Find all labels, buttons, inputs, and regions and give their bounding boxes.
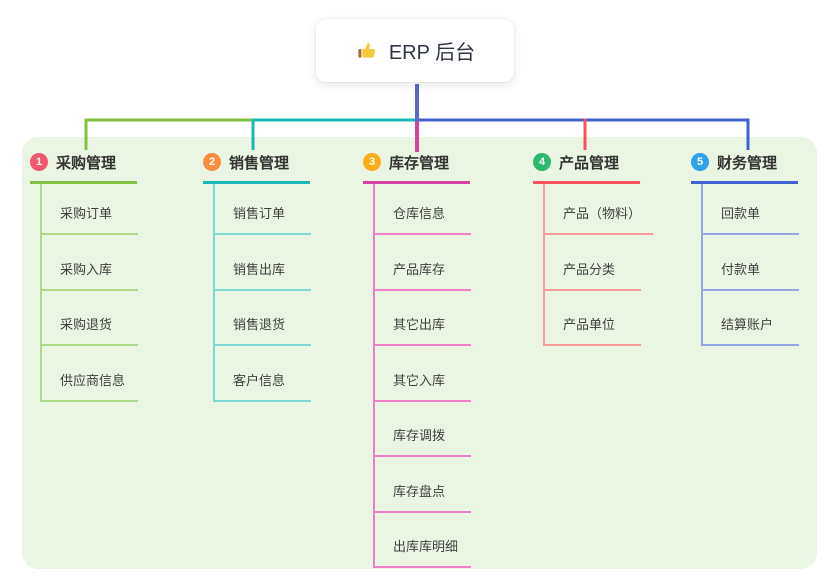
child-node-label: 其它出库 (393, 317, 446, 332)
child-node[interactable]: 库存盘点 (375, 457, 471, 513)
branch-header[interactable]: 4 产品管理 (533, 149, 640, 184)
child-node[interactable]: 其它入库 (375, 346, 471, 402)
child-node-label: 采购退货 (60, 317, 113, 332)
child-node-label: 销售退货 (233, 317, 286, 332)
child-node-label: 仓库信息 (393, 206, 446, 221)
child-node[interactable]: 采购入库 (42, 235, 138, 291)
child-node[interactable]: 客户信息 (215, 346, 311, 402)
child-node-label: 产品库存 (393, 261, 446, 277)
child-node-label: 供应商信息 (60, 372, 126, 388)
child-node[interactable]: 回款单 (703, 184, 799, 235)
child-node[interactable]: 付款单 (703, 235, 799, 291)
branch-children: 回款单付款单结算账户 (701, 184, 799, 346)
child-node-label: 产品（物料） (563, 206, 642, 221)
branch-children: 采购订单采购入库采购退货供应商信息 (40, 184, 138, 402)
branch-column: 1 采购管理 采购订单采购入库采购退货供应商信息 (30, 149, 138, 402)
child-node-label: 销售订单 (233, 206, 286, 221)
branches-panel (22, 137, 817, 569)
child-node[interactable]: 产品分类 (545, 235, 641, 291)
child-node[interactable]: 仓库信息 (375, 184, 471, 235)
child-node-label: 付款单 (721, 261, 761, 277)
child-node-label: 采购订单 (60, 206, 113, 221)
branch-children: 产品（物料） 产品分类产品单位 (543, 184, 654, 346)
branch-title: 采购管理 (56, 154, 117, 172)
child-node-label: 回款单 (721, 206, 761, 221)
branch-header[interactable]: 2 销售管理 (203, 149, 310, 184)
child-node[interactable]: 出库库明细 (375, 513, 471, 568)
child-node-label: 出库库明细 (393, 539, 459, 554)
branch-header[interactable]: 3 库存管理 (363, 149, 470, 184)
child-node[interactable]: 结算账户 (703, 291, 799, 346)
branch-title: 财务管理 (717, 154, 778, 172)
branch-column: 4 产品管理 产品（物料） 产品分类产品单位 (533, 149, 654, 346)
branch-number-badge: 4 (533, 153, 551, 171)
branch-number-badge: 2 (203, 153, 221, 171)
child-node[interactable]: 供应商信息 (42, 346, 138, 402)
branch-title: 产品管理 (559, 154, 620, 172)
branch-children: 仓库信息产品库存其它出库其它入库库存调拨库存盘点出库库明细 (373, 184, 471, 568)
branch-column: 5 财务管理 回款单付款单结算账户 (691, 149, 799, 346)
child-node[interactable]: 采购退货 (42, 291, 138, 346)
root-node[interactable]: ERP 后台 (316, 19, 514, 82)
child-node[interactable]: 库存调拨 (375, 402, 471, 457)
root-title: ERP 后台 (388, 42, 476, 64)
branch-number-badge: 3 (363, 153, 381, 171)
branch-header[interactable]: 1 采购管理 (30, 149, 137, 184)
child-node-label: 结算账户 (721, 317, 774, 332)
child-node[interactable]: 产品库存 (375, 235, 471, 291)
child-node-label: 库存盘点 (393, 483, 446, 499)
branch-number-badge: 1 (30, 153, 48, 171)
child-node-label: 采购入库 (60, 261, 113, 277)
child-node-label: 产品分类 (563, 261, 616, 277)
child-node[interactable]: 销售出库 (215, 235, 311, 291)
child-node-label: 客户信息 (233, 372, 286, 388)
branch-number-badge: 5 (691, 153, 709, 171)
child-node[interactable]: 采购订单 (42, 184, 138, 235)
branch-column: 3 库存管理 仓库信息产品库存其它出库其它入库库存调拨库存盘点出库库明细 (363, 149, 471, 568)
child-node-label: 销售出库 (233, 261, 286, 277)
child-node-label: 库存调拨 (393, 428, 446, 443)
branch-column: 2 销售管理 销售订单销售出库销售退货客户信息 (203, 149, 311, 402)
branch-title: 销售管理 (229, 154, 290, 172)
thumbs-up-icon (358, 42, 375, 58)
child-node[interactable]: 产品单位 (545, 291, 641, 346)
child-node-label: 产品单位 (563, 317, 616, 332)
child-node[interactable]: 其它出库 (375, 291, 471, 346)
branch-header[interactable]: 5 财务管理 (691, 149, 798, 184)
branch-children: 销售订单销售出库销售退货客户信息 (213, 184, 311, 402)
child-node[interactable]: 产品（物料） (545, 184, 654, 235)
child-node-label: 其它入库 (393, 372, 446, 388)
child-node[interactable]: 销售订单 (215, 184, 311, 235)
child-node[interactable]: 销售退货 (215, 291, 311, 346)
branch-title: 库存管理 (389, 154, 450, 172)
